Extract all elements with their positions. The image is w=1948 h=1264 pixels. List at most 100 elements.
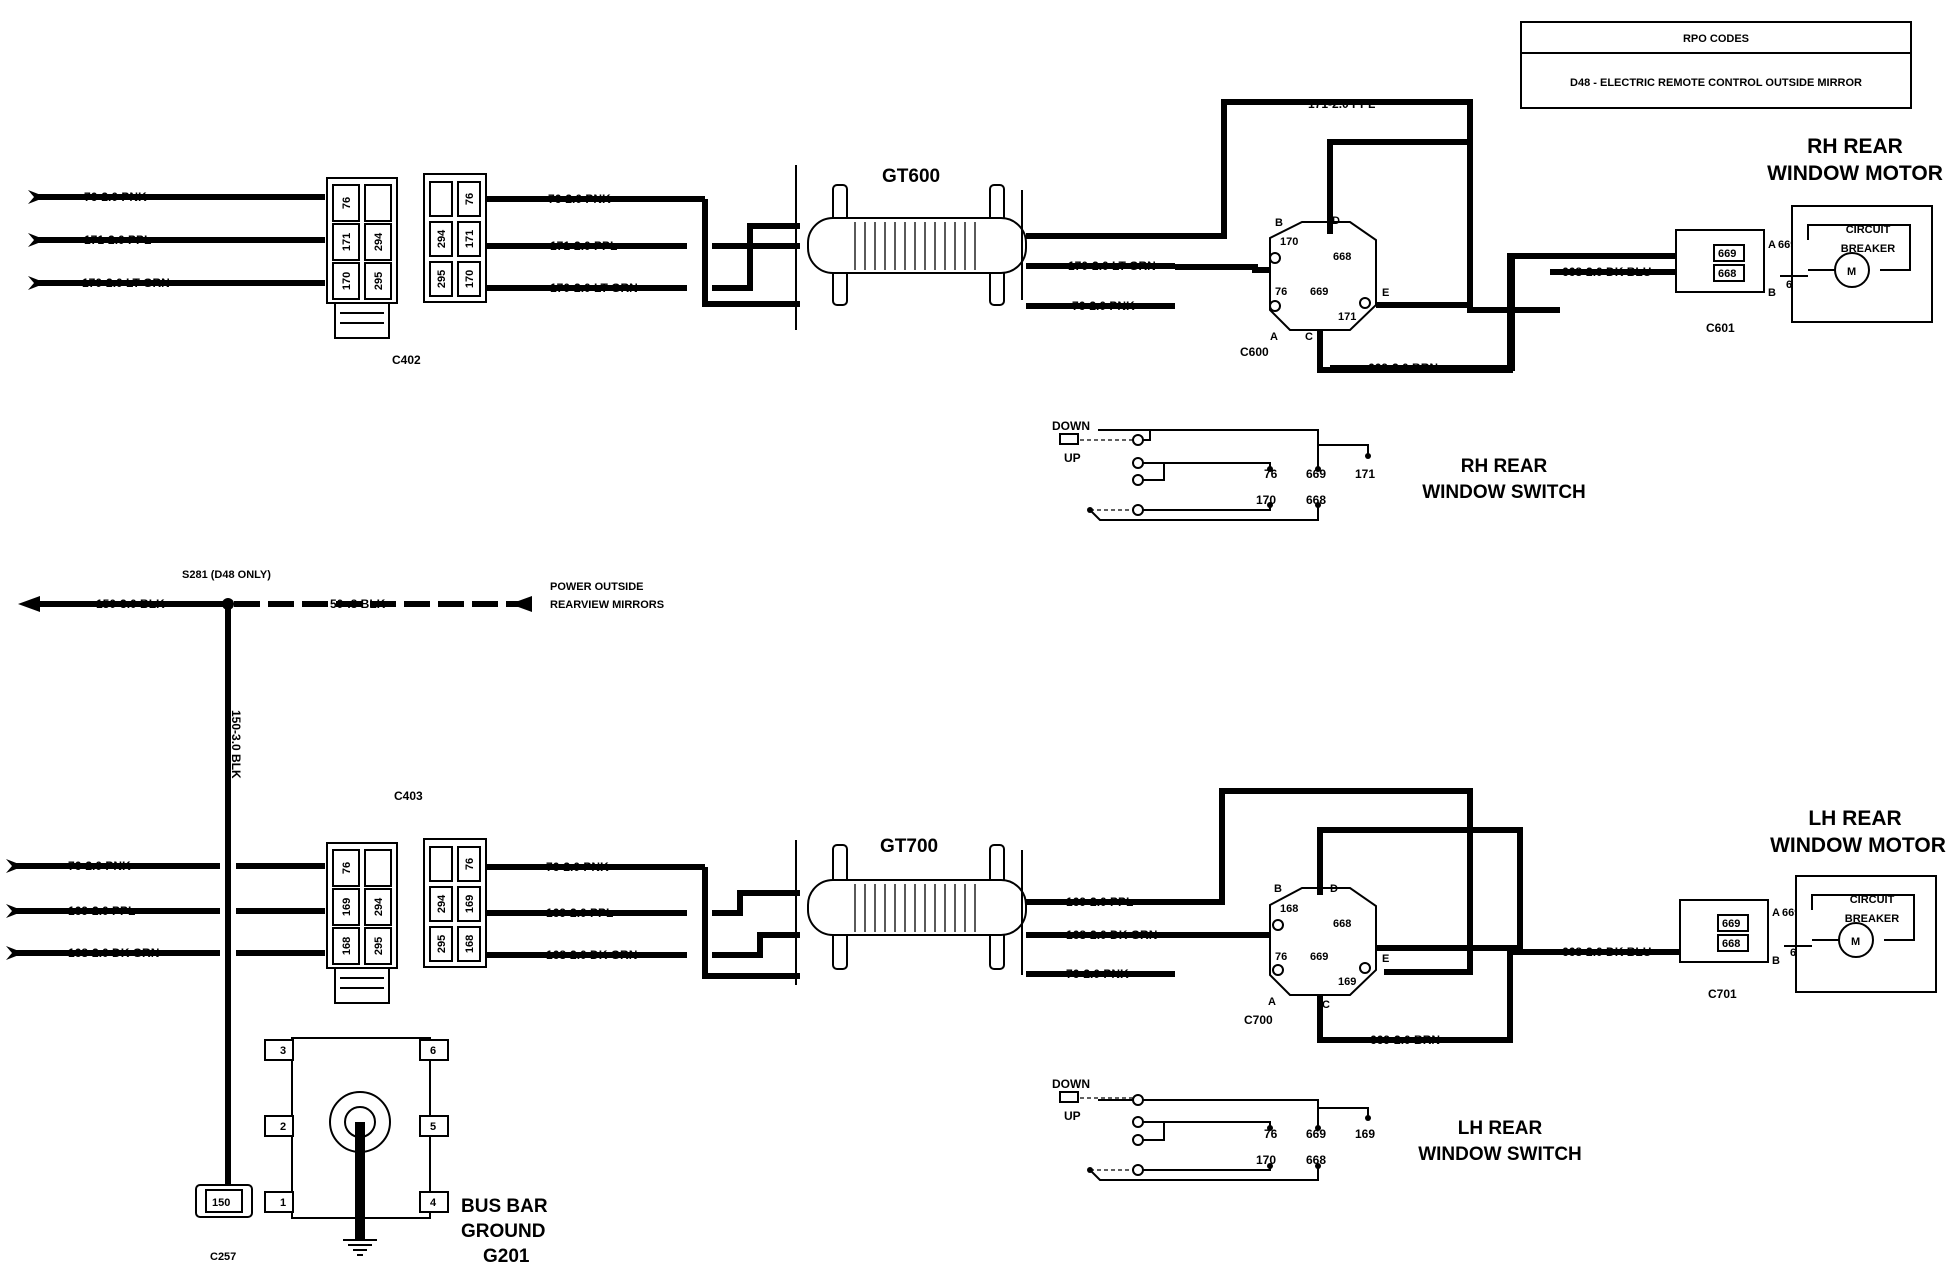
ground-wire-right: 50-.8 BLK xyxy=(330,597,386,611)
arrow-left-icon xyxy=(18,596,40,612)
lh-mid-wires: 76-2.0 PNK 169-2.0 PPL 168-2.0 DK GRN xyxy=(486,860,800,979)
motor-m: M xyxy=(1851,936,1860,948)
pin-label: 295 xyxy=(373,272,385,290)
rh-left-wires: 76-2.0 PNK 171-2.0 PPL 170-2.0 LT GRN xyxy=(28,190,325,290)
pin-letter: A xyxy=(1270,331,1278,343)
rh-switch-title: WINDOW SWITCH xyxy=(1422,482,1586,503)
pin-letter: E xyxy=(1382,287,1389,299)
lh-output-wires: 668-2.0 DK BLU 669-2.0 BRN xyxy=(1330,945,1680,1047)
lh-motor: CIRCUIT BREAKER M xyxy=(1784,875,1937,993)
pin-letter: A xyxy=(1768,239,1776,251)
rh-switch-title: RH REAR xyxy=(1461,456,1548,477)
switch-pin: 170 xyxy=(1256,493,1276,507)
pin-label: 76 xyxy=(341,197,353,209)
pin-letter: C xyxy=(1305,331,1313,343)
rh-c601-label: C601 xyxy=(1706,321,1735,335)
pin-letter: B xyxy=(1275,217,1283,229)
switch-pin: 668 xyxy=(1306,493,1326,507)
lh-mid-wire-3: 168-2.0 DK GRN xyxy=(546,948,637,962)
lh-switch-title: WINDOW SWITCH xyxy=(1418,1144,1582,1165)
pin-label: 76 xyxy=(464,858,476,870)
pin-label: 294 xyxy=(436,894,448,913)
switch-pin: 668 xyxy=(1306,1153,1326,1167)
lh-left-wires: 76-2.0 PNK 169-2.0 PPL 168-2.0 DK GRN xyxy=(6,859,325,960)
pin-letter: D xyxy=(1332,215,1340,227)
pin-letter: D xyxy=(1330,883,1338,895)
rpo-entry: D48 - ELECTRIC REMOTE CONTROL OUTSIDE MI… xyxy=(1570,77,1862,89)
lh-out-wire-2: 669-2.0 BRN xyxy=(1370,1033,1440,1047)
lh-sw-wire-2: 168-2.0 DK GRN xyxy=(1066,928,1157,942)
pin-label: 170 xyxy=(1280,236,1298,248)
switch-pin: 170 xyxy=(1256,1153,1276,1167)
busbar-title: G201 xyxy=(483,1246,530,1264)
lh-grommet-label: GT700 xyxy=(880,836,938,857)
lh-c403-label: C403 xyxy=(394,789,423,803)
pin-label: 168 xyxy=(1280,903,1298,915)
pin-label: 668 xyxy=(1333,251,1351,263)
lh-out-wire-1: 668-2.0 DK BLU xyxy=(1562,945,1651,959)
rh-sw-wire-1: 170-2.0 LT GRN xyxy=(1068,259,1156,273)
pin-label: 669 xyxy=(1310,286,1328,298)
bus-bar-ground-g201: 3 6 2 5 1 4 BUS BAR GROUND G201 xyxy=(264,1037,548,1264)
rh-switch-schematic: DOWN UP 76 669 171 170 6 xyxy=(1052,419,1375,521)
pin-letter: A xyxy=(1772,907,1780,919)
rh-out-wire-2: 669-2.0 BRN xyxy=(1368,361,1438,375)
rh-top-wire: 171-2.0 PPL xyxy=(1308,97,1375,111)
rh-mid-wire-2: 171-2.0 PPL xyxy=(550,239,617,253)
lh-motor-connector-c701: 669 668 C701 A 669 B 668 xyxy=(1679,899,1808,1001)
pin-label: 168 xyxy=(464,935,476,953)
rh-right-wires: 171-2.0 PPL 170-2.0 LT GRN 76-2.0 PNK xyxy=(1026,97,1560,313)
pin-letter: B xyxy=(1772,955,1780,967)
pin-letter: A xyxy=(1268,996,1276,1008)
switch-pin: 669 xyxy=(1306,467,1326,481)
rh-motor-title: RH REAR xyxy=(1807,135,1903,158)
pin-label: 168 xyxy=(341,937,353,955)
lh-left-wire-1: 76-2.0 PNK xyxy=(68,859,131,873)
power-note: REARVIEW MIRRORS xyxy=(550,599,664,611)
lh-cb-label: CIRCUIT xyxy=(1850,894,1895,906)
switch-pin: 76 xyxy=(1264,1127,1278,1141)
c257-label: C257 xyxy=(210,1251,236,1263)
busbar-title: GROUND xyxy=(461,1221,545,1242)
pin-label: 169 xyxy=(341,898,353,916)
lh-connector-c403: 76 169 294 168 295 76 294 169 295 168 xyxy=(326,838,487,1004)
splice-label: S281 (D48 ONLY) xyxy=(182,569,271,581)
pin-label: 170 xyxy=(464,270,476,288)
rh-motor-title: WINDOW MOTOR xyxy=(1767,162,1943,185)
lh-left-wire-2: 169-2.0 PPL xyxy=(68,904,135,918)
pin-label: 668 xyxy=(1718,268,1736,280)
lh-c701-label: C701 xyxy=(1708,987,1737,1001)
rh-c600-label: C600 xyxy=(1240,345,1269,359)
rh-left-wire-2: 171-2.0 PPL xyxy=(84,233,151,247)
pin-label: 3 xyxy=(280,1045,286,1057)
lh-mid-wire-2: 169-2.0 PPL xyxy=(546,906,613,920)
pin-letter: B xyxy=(1274,883,1282,895)
pin-label: 294 xyxy=(373,897,385,916)
motor-m: M xyxy=(1847,266,1856,278)
rh-grommet-label: GT600 xyxy=(882,166,940,187)
lh-grommet-gt700: GT700 xyxy=(795,836,1027,985)
switch-up-label: UP xyxy=(1064,1109,1081,1123)
rh-connector-c402: 76 171 294 170 295 76 294 171 295 170 C4… xyxy=(326,173,487,367)
rh-left-wire-3: 170-2.0 LT GRN xyxy=(82,276,170,290)
pin-label: 76 xyxy=(464,193,476,205)
pin-label: 150 xyxy=(212,1197,230,1209)
rpo-codes-box: RPO CODES D48 - ELECTRIC REMOTE CONTROL … xyxy=(1520,21,1912,109)
switch-pin: 669 xyxy=(1306,1127,1326,1141)
pin-label: 4 xyxy=(430,1197,437,1209)
rh-output-wires: 668-2.0 DK BLU 669-2.0 BRN xyxy=(1330,253,1676,375)
rh-motor-connector-c601: 669 668 C601 A 669 B 668 xyxy=(1675,229,1804,335)
pin-label: 1 xyxy=(280,1197,286,1209)
pin-label: 668 xyxy=(1722,938,1740,950)
pin-label: 76 xyxy=(341,862,353,874)
pin-label: 170 xyxy=(341,272,353,290)
rpo-header: RPO CODES xyxy=(1683,33,1749,45)
lh-left-wire-3: 168-2.0 DK GRN xyxy=(68,946,159,960)
rh-out-wire-1: 668-2.0 DK BLU xyxy=(1562,265,1651,279)
pin-label: 5 xyxy=(430,1121,436,1133)
pin-label: 171 xyxy=(464,230,476,248)
pin-letter: B xyxy=(1768,287,1776,299)
lh-switch-c700: 168 668 76 669 169 A B C D E C700 xyxy=(1175,827,1560,1043)
ground-wire-vertical: 150-3.0 BLK xyxy=(229,710,243,779)
rh-mid-wires: 76-2.0 PNK 171-2.0 PPL 170-2.0 LT GRN xyxy=(486,192,800,307)
